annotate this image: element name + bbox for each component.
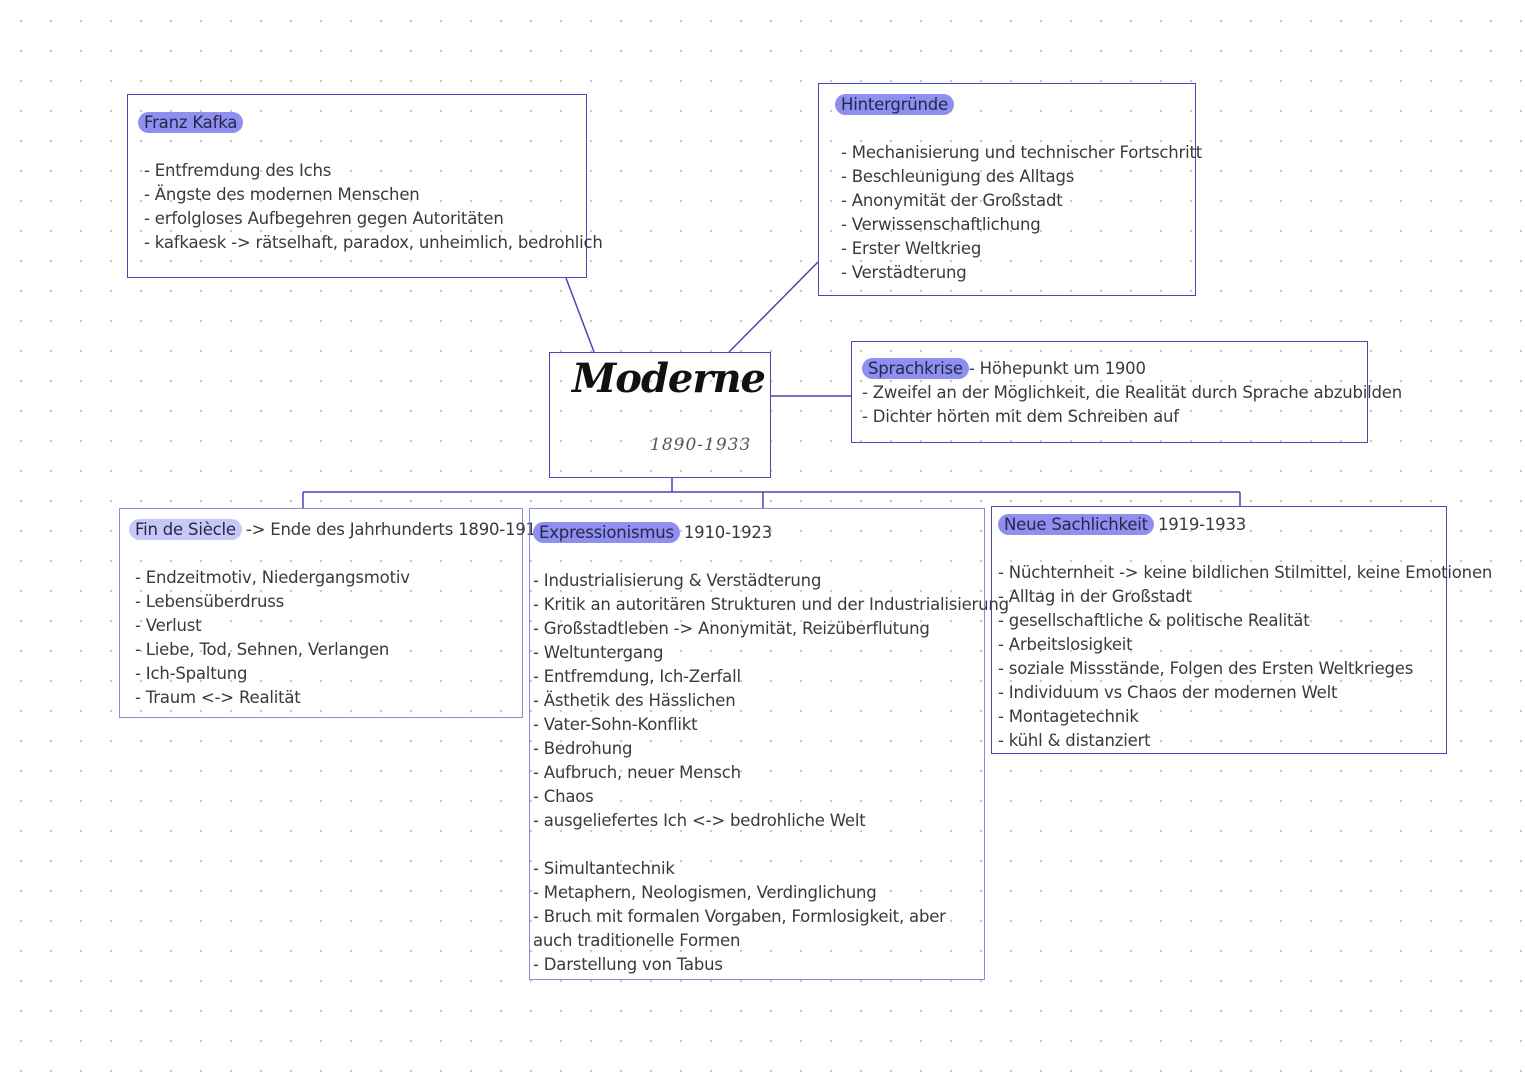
list-item: - Montagetechnik <box>998 707 1139 726</box>
expressionismus-list-2: - Simultantechnik - Metaphern, Neologism… <box>533 857 981 977</box>
kafka-box: Franz Kafka - Entfremdung des Ichs - Äng… <box>127 94 603 278</box>
list-item: - Kritik an autoritären Strukturen und d… <box>533 595 1009 614</box>
list-item: - erfolgloses Aufbegehren gegen Autoritä… <box>144 209 504 228</box>
sprachkrise-list: - Zweifel an der Möglichkeit, die Realit… <box>862 381 1402 429</box>
kafka-list: - Entfremdung des Ichs - Ängste des mode… <box>144 159 603 255</box>
hintergruende-label: Hintergründe <box>835 94 954 115</box>
kafka-label: Franz Kafka <box>138 112 244 133</box>
list-item: - Industrialisierung & Verstädterung <box>533 571 822 590</box>
list-item: - Aufbruch, neuer Mensch <box>533 763 741 782</box>
list-item: - soziale Missstände, Folgen des Ersten … <box>998 659 1414 678</box>
center-box: Moderne 1890-1933 <box>549 352 771 478</box>
list-item: - Weltuntergang <box>533 643 664 662</box>
list-item: - Alltag in der Großstadt <box>998 587 1192 606</box>
neue-sachlichkeit-label: Neue Sachlichkeit <box>998 514 1154 535</box>
fin-de-siecle-suffix: -> Ende des Jahrhunderts 1890-1910 <box>245 520 547 539</box>
list-item: - ausgeliefertes Ich <-> bedrohliche Wel… <box>533 811 866 830</box>
connector-hintergruende <box>728 261 819 353</box>
list-item: - Arbeitslosigkeit <box>998 635 1133 654</box>
center-title: Moderne <box>572 355 766 402</box>
list-item: - Verstädterung <box>841 263 967 282</box>
list-item: - Erster Weltkrieg <box>841 239 982 258</box>
list-item: - Individuum vs Chaos der modernen Welt <box>998 683 1338 702</box>
list-item: - Lebensüberdruss <box>135 592 285 611</box>
list-item: - Bedrohung <box>533 739 633 758</box>
list-item: - Darstellung von Tabus <box>533 955 723 974</box>
list-item: - Ich-Spaltung <box>135 664 248 683</box>
expressionismus-list: - Industrialisierung & Verstädterung - K… <box>533 569 1009 833</box>
list-item: - Bruch mit formalen Vorgaben, Formlosig… <box>533 907 946 950</box>
list-item: - Zweifel an der Möglichkeit, die Realit… <box>862 383 1402 402</box>
list-item: - Verwissenschaftlichung <box>841 215 1041 234</box>
list-item: - Beschleunigung des Alltags <box>841 167 1075 186</box>
neue-sachlichkeit-list: - Nüchternheit -> keine bildlichen Stilm… <box>998 561 1493 753</box>
list-item: - Verlust <box>135 616 202 635</box>
connector-kafka <box>565 277 595 353</box>
kafka-header: Franz Kafka <box>138 111 570 135</box>
fin-de-siecle-box: Fin de Siècle-> Ende des Jahrhunderts 18… <box>119 508 546 718</box>
list-item: - Endzeitmotiv, Niedergangsmotiv <box>135 568 410 587</box>
fin-de-siecle-header: Fin de Siècle-> Ende des Jahrhunderts 18… <box>129 518 546 542</box>
list-item: - Chaos <box>533 787 594 806</box>
list-item: - Liebe, Tod, Sehnen, Verlangen <box>135 640 390 659</box>
sprachkrise-header: Sprachkrise- Höhepunkt um 1900 <box>862 357 1357 381</box>
expressionismus-label: Expressionismus <box>533 522 680 543</box>
list-item: - kühl & distanziert <box>998 731 1151 750</box>
hintergruende-box: Hintergründe - Mechanisierung und techni… <box>818 83 1203 296</box>
list-item: - Simultantechnik <box>533 859 675 878</box>
list-item: - Mechanisierung und technischer Fortsch… <box>841 143 1203 162</box>
list-item: - Großstadtleben -> Anonymität, Reizüber… <box>533 619 930 638</box>
list-item: - Entfremdung des Ichs <box>144 161 332 180</box>
list-item: - Dichter hörten mit dem Schreiben auf <box>862 407 1179 426</box>
sprachkrise-box: Sprachkrise- Höhepunkt um 1900 - Zweifel… <box>851 341 1402 443</box>
list-item: - Nüchternheit -> keine bildlichen Stilm… <box>998 563 1493 582</box>
list-item: - gesellschaftliche & politische Realitä… <box>998 611 1310 630</box>
list-item: - Entfremdung, Ich-Zerfall <box>533 667 741 686</box>
hintergruende-header: Hintergründe <box>835 93 1173 117</box>
sprachkrise-label: Sprachkrise <box>862 358 969 379</box>
list-item: - Traum <-> Realität <box>135 688 301 707</box>
sprachkrise-suffix: - Höhepunkt um 1900 <box>968 359 1146 378</box>
expressionismus-suffix: 1910-1923 <box>683 523 773 542</box>
list-item: - kafkaesk -> rätselhaft, paradox, unhei… <box>144 233 603 252</box>
list-item: - Metaphern, Neologismen, Verdinglichung <box>533 883 877 902</box>
neue-sachlichkeit-suffix: 1919-1933 <box>1157 515 1247 534</box>
list-item: - Ästhetik des Hässlichen <box>533 691 736 710</box>
fin-de-siecle-list: - Endzeitmotiv, Niedergangsmotiv - Leben… <box>135 566 507 710</box>
hintergruende-list: - Mechanisierung und technischer Fortsch… <box>841 141 1203 285</box>
center-years: 1890-1933 <box>650 435 752 455</box>
list-item: - Anonymität der Großstadt <box>841 191 1063 210</box>
list-item: - Vater-Sohn-Konflikt <box>533 715 698 734</box>
list-item: - Ängste des modernen Menschen <box>144 185 420 204</box>
fin-de-siecle-label: Fin de Siècle <box>129 519 242 540</box>
